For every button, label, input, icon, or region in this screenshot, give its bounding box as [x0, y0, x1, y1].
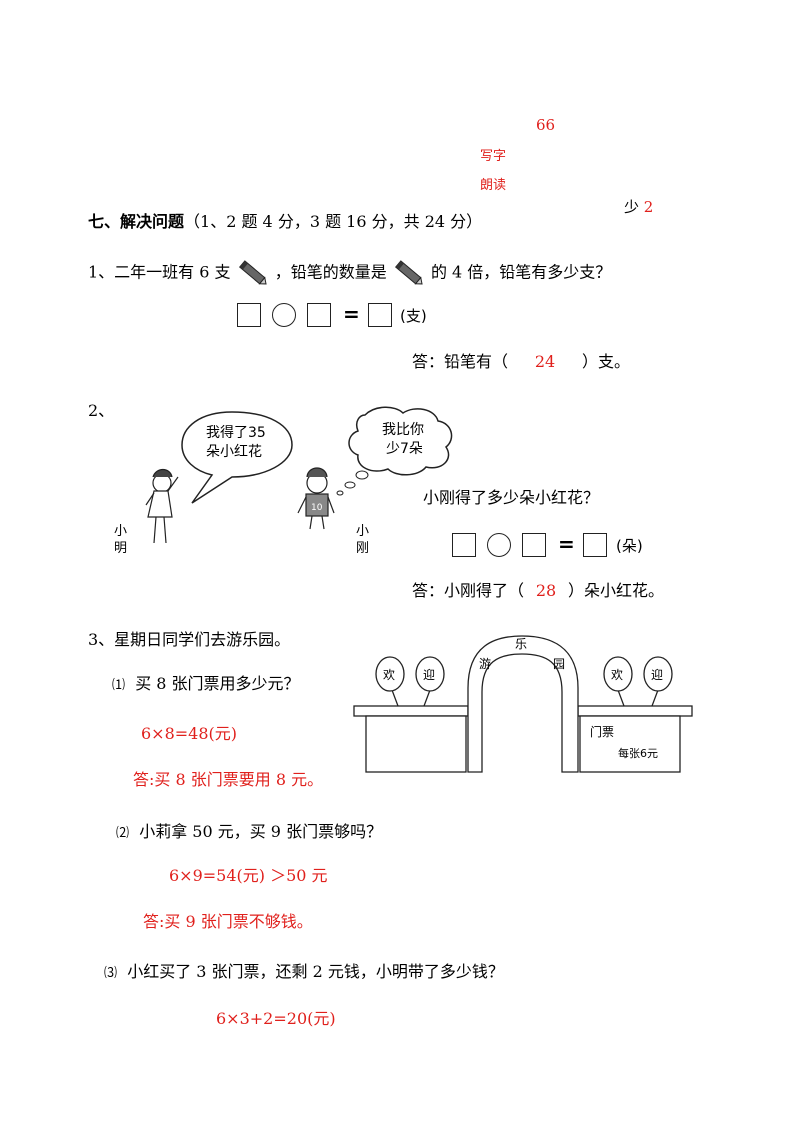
q3-sub3-text: 小红买了 3 张门票，还剩 2 元钱，小明带了多少钱？ [127, 962, 504, 981]
bubble-right-line2: 少7朵 [386, 441, 423, 457]
q1-equals-sign: = [343, 302, 360, 326]
q1-answer: 答：铅笔有（ 24 ）支。 [412, 348, 630, 372]
balloon [415, 656, 445, 692]
park-arch [467, 635, 579, 773]
thought-cloud-right [348, 406, 453, 476]
q2-answer-box-3[interactable] [583, 533, 607, 557]
q2-answer: 答：小刚得了（ 28 ）朵小红花。 [412, 577, 664, 601]
q1-answer-box-2[interactable] [307, 303, 331, 327]
thought-dot [336, 490, 344, 496]
q3-sub3-label: ⑶ [104, 966, 118, 981]
arch-text: 乐 [515, 637, 527, 651]
q3-sub2-text: 小莉拿 50 元，买 9 张门票够吗？ [139, 822, 383, 841]
q1-answer-value: 24 [534, 352, 556, 371]
q1-unit: (支) [400, 307, 427, 325]
q2-illustration: 我得了35 朵小红花 我比你 少7朵 10 [145, 406, 453, 544]
q2-answer-suffix: ）朵小红花。 [568, 581, 665, 600]
section-heading: 七、解决问题（1、2 题 4 分，3 题 16 分，共 24 分） [88, 208, 482, 232]
bubble-left-line1: 我得了35 [206, 424, 266, 441]
balloon [603, 656, 633, 692]
q3-sub1-label: ⑴ [112, 678, 126, 693]
boy-figure: 10 [297, 467, 335, 530]
pencil-icon [238, 260, 267, 285]
q1-part-c: 的 4 倍，铅笔有多少支？ [430, 262, 612, 282]
score-note: 66 [536, 116, 556, 134]
q3-title: 3、星期日同学们去游乐园。 [88, 630, 291, 649]
amusement-park-illustration: 欢 迎 欢 迎 游 乐 园 门票 每张6元 [353, 635, 693, 773]
arch-text: 游 [479, 657, 491, 671]
q2-answer-value: 28 [535, 581, 557, 600]
q3-sub1-calc: 6×8=48(元) [141, 724, 238, 743]
thought-dot [355, 470, 369, 480]
thought-dot [344, 481, 356, 489]
q1-operator-circle[interactable] [272, 303, 296, 327]
left-counter-top [353, 705, 469, 717]
balloon [375, 656, 405, 692]
q3-sub1-text: 买 8 张门票用多少元？ [135, 674, 300, 693]
q2-answer-box-2[interactable] [522, 533, 546, 557]
q3-sub3: ⑶ 小红买了 3 张门票，还剩 2 元钱，小明带了多少钱？ [104, 958, 504, 982]
q2-equals-sign: = [558, 532, 575, 556]
q2-answer-prefix: 答：小刚得了（ [412, 581, 525, 600]
q3-sub3-calc: 6×3+2=20(元) [216, 1009, 336, 1028]
q1-answer-suffix: ）支。 [582, 352, 631, 371]
section-title: 七、解决问题 [88, 212, 185, 231]
reading-note: 朗读 [480, 178, 507, 193]
ticket-booth [579, 715, 681, 773]
less-value: 2 [643, 198, 654, 216]
bubble-right-line1: 我比你 [382, 422, 424, 438]
balloon-text: 欢 [611, 667, 623, 682]
q2-answer-box-1[interactable] [452, 533, 476, 557]
left-booth [365, 715, 467, 773]
less-note: 少 2 [624, 196, 653, 217]
ticket-label: 门票 [590, 724, 614, 739]
balloon [643, 656, 673, 692]
q1-part-b: ，铅笔的数量是 [274, 262, 387, 282]
pencil-icon [394, 260, 423, 285]
q1-answer-box-1[interactable] [237, 303, 261, 327]
q1-text: 1、二年一班有 6 支 ，铅笔的数量是 的 4 倍，铅笔有多少支？ [88, 258, 611, 288]
girl-figure [145, 468, 179, 544]
balloon-text: 欢 [383, 667, 395, 682]
q2-question: 小刚得了多少朵小红花？ [423, 488, 600, 507]
q2-operator-circle[interactable] [487, 533, 511, 557]
q3-sub2-label: ⑵ [116, 826, 130, 841]
q3-sub2-answer: 答:买 9 张门票不够钱。 [143, 912, 313, 931]
balloon-text: 迎 [423, 668, 435, 682]
q3-sub2-calc: 6×9=54(元) ＞50 元 [169, 866, 328, 885]
writing-note: 写字 [480, 149, 507, 164]
speech-bubble-left [181, 411, 293, 504]
q1-answer-box-3[interactable] [368, 303, 392, 327]
q3-sub1-answer: 答:买 8 张门票要用 8 元。 [133, 770, 324, 789]
q3-sub1: ⑴ 买 8 张门票用多少元？ [112, 670, 300, 694]
q1-part-a: 1、二年一班有 6 支 [88, 262, 231, 282]
arch-text: 园 [553, 657, 565, 671]
q2-number: 2、 [88, 401, 115, 420]
ticket-price: 每张6元 [618, 746, 658, 760]
q1-answer-prefix: 答：铅笔有（ [412, 352, 509, 371]
section-points: （1、2 题 4 分，3 题 16 分，共 24 分） [184, 212, 483, 231]
less-label: 少 [624, 198, 640, 216]
q2-unit: (朵) [616, 537, 643, 555]
name-right: 小 刚 [356, 524, 370, 556]
q3-sub2: ⑵ 小莉拿 50 元，买 9 张门票够吗？ [116, 818, 382, 842]
right-counter-top [577, 705, 693, 717]
balloon-text: 迎 [651, 668, 663, 682]
svg-text:10: 10 [311, 503, 323, 513]
bubble-left-line2: 朵小红花 [206, 444, 262, 460]
name-left: 小 明 [114, 524, 128, 556]
